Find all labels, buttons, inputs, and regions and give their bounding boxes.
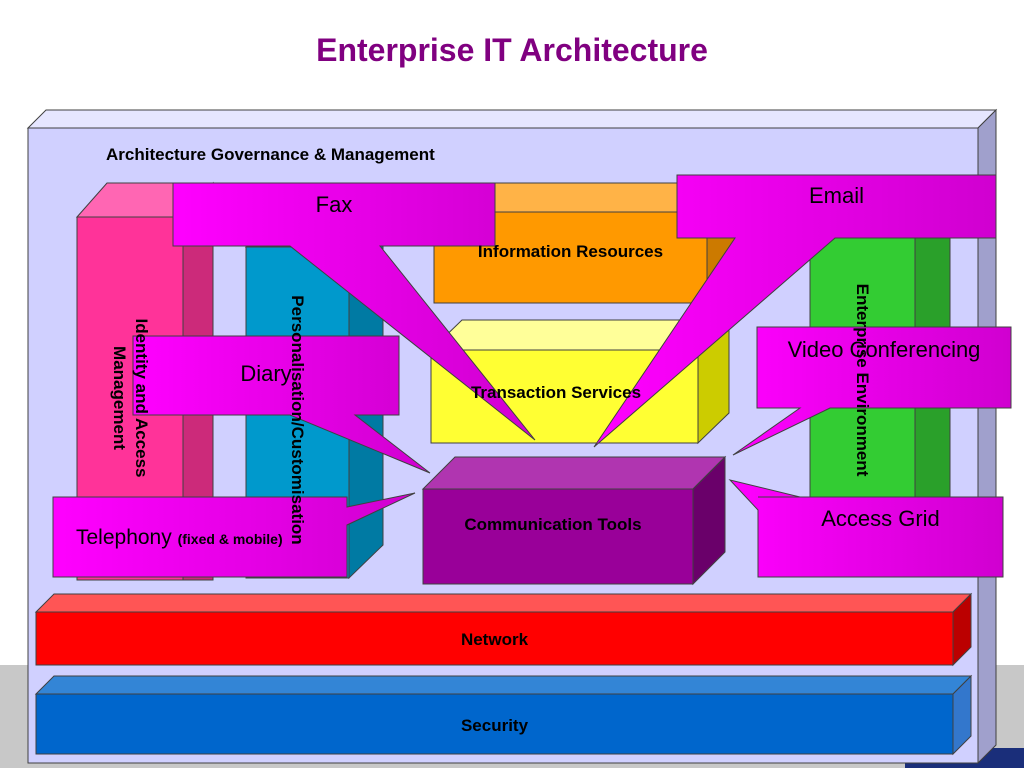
communication-tools-block [421,455,727,586]
security-bar [34,674,973,756]
fax-label: Fax [315,192,353,217]
telephony-subtext: (fixed & mobile) [177,531,283,547]
information-resources-label: Information Resources [477,242,664,261]
governance-label: Architecture Governance & Management [106,145,435,164]
identity-access-label: Identity and Access Management [108,318,152,477]
email-label: Email [808,183,864,208]
security-label: Security [460,716,529,735]
personalisation-label: Personalisation/Customisation [288,295,307,545]
identity-label-line1: Identity and Access [132,318,151,478]
fax-callout [172,182,536,441]
diary-callout [132,335,431,474]
network-label: Network [460,630,529,649]
network-bar [34,592,973,667]
enterprise-label: Enterprise Environment [853,283,872,477]
communication-tools-label: Communication Tools [464,515,642,534]
email-callout [593,174,997,448]
telephony-label: Telephony (fixed & mobile) [76,526,283,550]
video-conferencing-callout [732,326,1012,456]
transaction-services-block [429,318,731,445]
identity-label-line2: Management [110,346,129,450]
telephony-text: Telephony [76,526,172,549]
diary-label: Diary [240,361,292,386]
telephony-callout [52,492,416,578]
page-title: Enterprise IT Architecture [316,32,708,68]
access-grid-callout [728,479,1004,578]
transaction-services-label: Transaction Services [470,383,642,402]
access-grid-label: Access Grid [821,506,940,531]
video-conferencing-label: Video Conferencing [787,337,981,362]
